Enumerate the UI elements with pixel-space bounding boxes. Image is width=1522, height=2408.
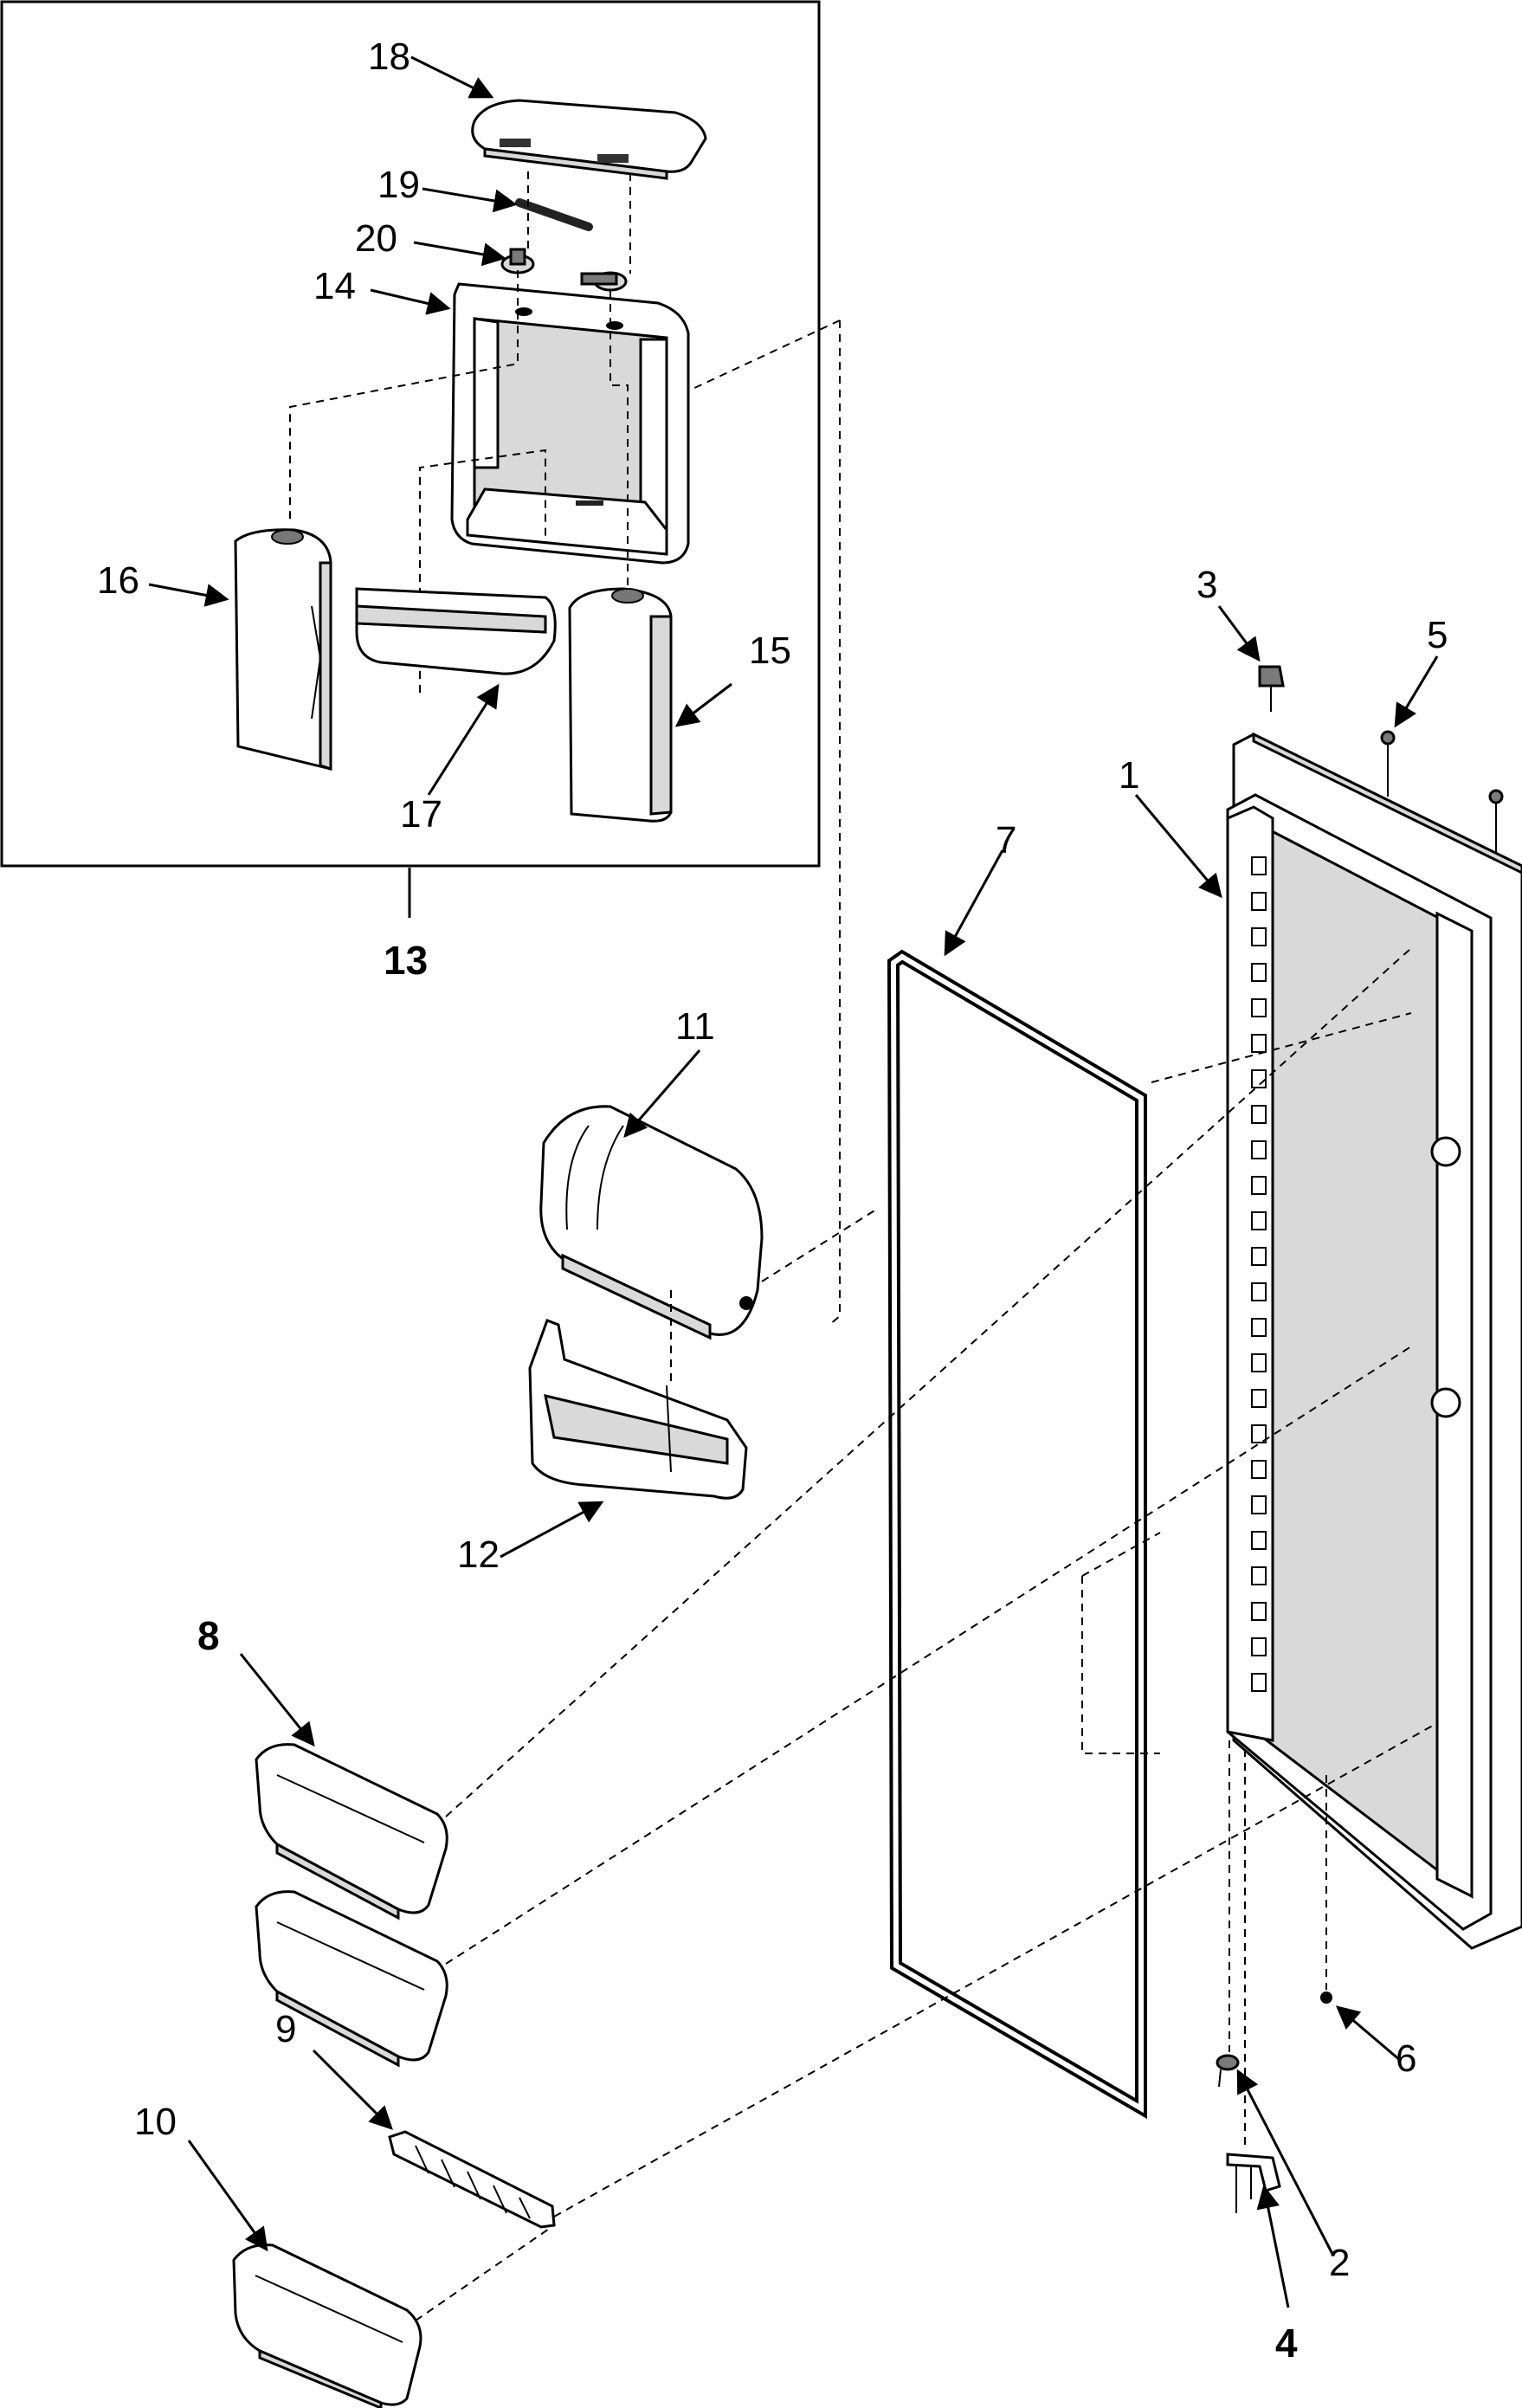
callout-10: 10	[134, 2101, 177, 2143]
callout-17: 17	[400, 793, 442, 836]
shelf-rail-notch	[1251, 1247, 1267, 1266]
part-6-plug	[1320, 1992, 1332, 2004]
leader-1	[1134, 794, 1222, 899]
shelf-rail-notch	[1251, 1673, 1267, 1692]
part-8-door-bin-lower	[255, 1890, 448, 2068]
leader-2	[1236, 2069, 1335, 2256]
leader-9	[312, 2049, 393, 2130]
leader-6	[1335, 2005, 1402, 2063]
leader-19	[422, 187, 518, 213]
part-14-housing	[450, 282, 690, 565]
guide-line	[1081, 1532, 1161, 1577]
shelf-rail-notch	[1251, 1495, 1267, 1514]
shelf-rail-notch	[1251, 856, 1267, 875]
shelf-rail-notch	[1251, 1176, 1267, 1195]
part-15-right-panel	[568, 587, 673, 823]
door-liner-shelf-rails	[1251, 856, 1267, 1692]
shelf-rail-notch	[1251, 1460, 1267, 1479]
shelf-rail-notch	[1251, 1389, 1267, 1408]
guide-line	[1151, 1012, 1412, 1083]
part-19-rod	[515, 198, 593, 231]
leader-11	[623, 1049, 701, 1139]
shelf-rail-notch	[1251, 963, 1267, 982]
callout-11: 11	[675, 1005, 715, 1048]
leader-12	[500, 1501, 604, 1559]
leader-18	[410, 55, 494, 99]
shelf-rail-notch	[1251, 1282, 1267, 1301]
part-1-door	[1226, 732, 1522, 1950]
callout-19: 19	[377, 164, 420, 206]
part-8-door-bin-upper	[255, 1743, 448, 1921]
shelf-rail-notch	[1251, 1424, 1267, 1443]
shelf-rail-notch	[1251, 1602, 1267, 1621]
callout-14: 14	[313, 265, 356, 307]
callout-16: 16	[97, 559, 139, 602]
callout-18: 18	[368, 36, 410, 78]
part-7-gasket	[887, 949, 1147, 2120]
shelf-rail-notch	[1251, 1034, 1267, 1053]
shelf-rail-notch	[1251, 998, 1267, 1017]
shelf-rail-notch	[1251, 1318, 1267, 1337]
leader-8	[239, 1653, 315, 1747]
leader-17	[427, 683, 500, 796]
shelf-rail-notch	[1251, 1211, 1267, 1230]
callout-4: 4	[1275, 2321, 1298, 2366]
part-4-bracket	[1226, 2153, 1281, 2213]
guide-line	[1081, 1576, 1160, 1754]
callout-1: 1	[1119, 754, 1139, 797]
guide-line	[445, 947, 1412, 1817]
callout-20: 20	[355, 217, 397, 260]
part-3-hinge-cover	[1258, 665, 1285, 712]
part-17-tray	[355, 587, 557, 675]
callout-2: 2	[1329, 2242, 1350, 2284]
callout-13: 13	[384, 938, 428, 983]
shelf-rail-notch	[1251, 1140, 1267, 1159]
shelf-rail-notch	[1251, 1566, 1267, 1585]
part-20-hinge-pins	[500, 248, 628, 292]
leader-14	[370, 288, 451, 315]
leader-16	[148, 583, 229, 607]
leader-20	[413, 241, 506, 267]
leader-10	[187, 2140, 268, 2252]
part-10-door-bin	[232, 2243, 422, 2408]
guide-line	[609, 290, 629, 597]
shelf-rail-notch	[1251, 1069, 1267, 1088]
part-12-dairy-bin	[528, 1319, 748, 1500]
callout-8: 8	[197, 1613, 220, 1658]
part-18-cover	[471, 99, 707, 180]
leader-3	[1217, 605, 1261, 662]
leader-5	[1394, 655, 1439, 728]
callout-3: 3	[1196, 564, 1217, 606]
shelf-rail-notch	[1251, 1637, 1267, 1656]
callout-6: 6	[1396, 2037, 1416, 2080]
part-16-left-panel	[234, 528, 332, 771]
guide-line	[690, 320, 841, 391]
guide-line	[415, 2224, 555, 2321]
callout-7: 7	[996, 819, 1016, 862]
shelf-rail-notch	[1251, 1105, 1267, 1124]
leader-15	[674, 682, 732, 727]
callout-5: 5	[1427, 614, 1448, 656]
shelf-rail-notch	[1251, 927, 1267, 946]
guide-line	[289, 270, 519, 520]
shelf-rail-notch	[1251, 892, 1267, 911]
part-2-hinge-bushing	[1216, 2054, 1240, 2088]
guide-line	[553, 1722, 1438, 2218]
leader-7	[944, 849, 1004, 957]
guide-line	[761, 1207, 880, 1282]
guide-line	[419, 449, 546, 693]
callout-9: 9	[275, 2008, 296, 2050]
callout-15: 15	[749, 629, 791, 672]
inset-box-assembly-13	[0, 0, 821, 868]
shelf-rail-notch	[1251, 1531, 1267, 1550]
leader-4	[1256, 2185, 1290, 2308]
part-5-screws	[1380, 730, 1504, 853]
callout-12: 12	[457, 1533, 500, 1576]
part-9-bin-rail	[388, 2130, 556, 2229]
shelf-rail-notch	[1251, 1353, 1267, 1372]
part-11-dairy-door	[539, 1105, 764, 1340]
guide-line	[445, 1346, 1412, 1965]
guide-line	[829, 320, 841, 1326]
